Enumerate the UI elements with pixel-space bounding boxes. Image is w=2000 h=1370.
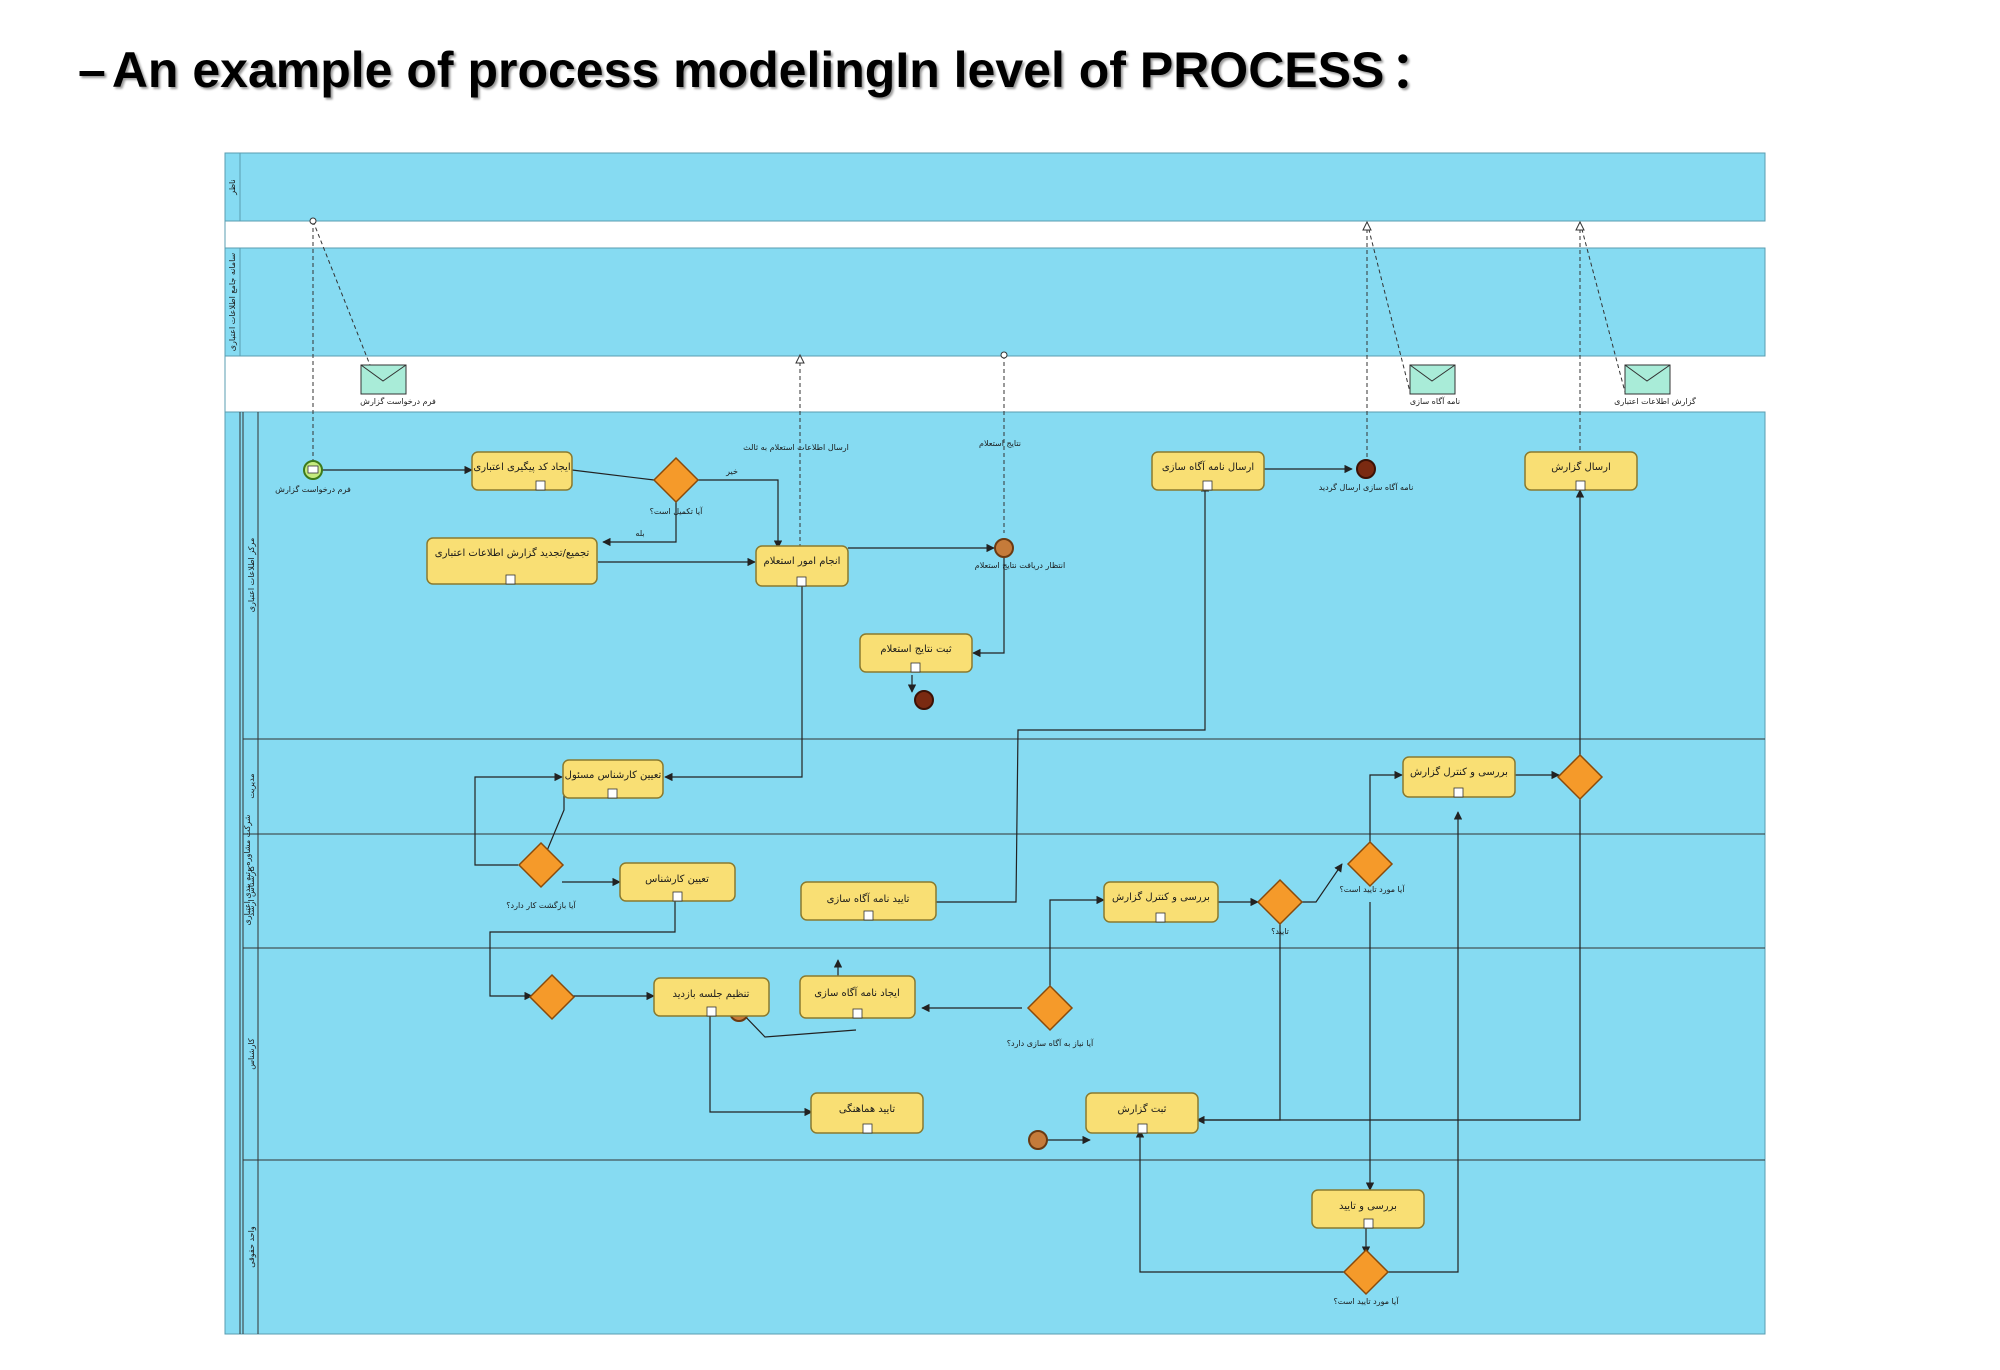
intermediate-link-event — [1028, 1130, 1048, 1150]
gateway-is-approved-2 — [1342, 1248, 1390, 1296]
message-envelope-request — [360, 364, 407, 395]
task-label-schedule-visit: تنظیم جلسه بازدید — [673, 989, 750, 1000]
annotation-is-approved-1: آیا مورد تایید است؟ — [1340, 884, 1406, 894]
annotation-yes-1: بله — [635, 529, 644, 538]
annotation-inquiry-results: نتایج استعلام — [979, 439, 1021, 448]
gateway-needs-notice — [1026, 984, 1074, 1032]
pool-supervisor — [224, 152, 1766, 222]
title-colon: ： — [1390, 42, 1441, 98]
pool-label-main: شرکت مشاوره رتبه بندی اعتباری — [243, 814, 252, 925]
gateway-confirm-2 — [1556, 753, 1604, 801]
title-dash: – — [78, 42, 106, 98]
gateway-confirm-1 — [1256, 878, 1304, 926]
task-label-inquiry: انجام امور استعلام — [764, 556, 841, 567]
message-envelope-notice — [1409, 364, 1456, 395]
lane-label-expert: کارشناس — [247, 1038, 256, 1070]
task-label-record-report: ثبت گزارش — [1118, 1103, 1167, 1115]
task-label-send-notice-letter: ارسال نامه آگاه سازی — [1162, 460, 1254, 473]
task-label-record-inquiry-results: ثبت نتایج استعلام — [880, 644, 951, 655]
annotation-request-form: فرم درخواست گزارش — [275, 484, 351, 494]
lane-label-management: مدیریت — [247, 773, 256, 798]
task-label-assign-responsible-expert: تعیین کارشناس مسئول — [565, 770, 662, 781]
title-text: An example of process modelingIn level o… — [111, 42, 1385, 98]
task-label-review-control-report-1: بررسی و کنترل گزارش — [1112, 891, 1210, 903]
end-event-inquiry — [914, 690, 934, 710]
slide-title: –An example of process modelingIn level … — [78, 30, 1440, 102]
message-label-request: فرم درخواست گزارش — [360, 396, 436, 406]
message-label-notice: نامه آگاه سازی — [1410, 396, 1460, 406]
end-event-notice — [1356, 459, 1376, 479]
annotation-wait-results: انتظار دریافت نتایج استعلام — [975, 561, 1066, 570]
message-label-report: گزارش اطلاعات اعتباری — [1614, 396, 1696, 406]
pool-credit-system — [224, 247, 1766, 357]
pool-label-credit-system: سامانه جامع اطلاعات اعتباری — [228, 252, 237, 351]
annotation-confirm-1: تایید؟ — [1271, 927, 1289, 936]
annotation-return-1: آیا بازگشت کار دارد؟ — [506, 900, 576, 910]
task-label-create-notice-letter: ایجاد نامه آگاه سازی — [814, 986, 900, 999]
gateway-is-complete — [652, 456, 700, 504]
annotation-needs-notice: آیا نیاز به آگاه سازی دارد؟ — [1007, 1038, 1094, 1048]
task-label-review-approve: بررسی و تایید — [1339, 1201, 1397, 1212]
intermediate-wait-event — [994, 538, 1014, 558]
annotation-send-inquiry: ارسال اطلاعات استعلام به ثالث — [743, 443, 849, 452]
annotation-is-approved-2: آیا مورد تایید است؟ — [1334, 1296, 1400, 1306]
task-label-assign-expert: تعیین کارشناس — [645, 874, 709, 885]
task-create-tracking-code — [471, 451, 573, 491]
task-label-review-control-report-2: بررسی و کنترل گزارش — [1410, 766, 1508, 778]
gateway-is-approved-1 — [1346, 840, 1394, 888]
annotation-is-complete: آیا تکمیل است؟ — [650, 506, 704, 516]
annotation-notice-sent: نامه آگاه سازی ارسال گردید — [1319, 482, 1414, 492]
pool-label-supervisor: ناظر — [228, 179, 237, 195]
gateway-return-2 — [528, 973, 576, 1021]
lane-label-legal: واحد حقوقی — [247, 1226, 256, 1268]
annotation-no-1: خیر — [725, 467, 738, 476]
lane-label-senior-expert: کارشناس ارشد — [247, 865, 256, 916]
task-label-approve-notice-letter: تایید نامه آگاه سازی — [827, 892, 910, 905]
task-label-send-report: ارسال گزارش — [1551, 461, 1611, 473]
gateway-return-1 — [517, 841, 565, 889]
message-envelope-report — [1624, 364, 1671, 395]
task-label-create-tracking-code: ایجاد کد پیگیری اعتباری — [473, 461, 570, 473]
lane-label-credit-center: مرکز اطلاعات اعتباری — [247, 538, 256, 613]
task-label-confirm-coordination: تایید هماهنگی — [839, 1103, 896, 1115]
task-label-update-credit-report: تجمیع/تجدید گزارش اطلاعات اعتباری — [435, 547, 590, 559]
